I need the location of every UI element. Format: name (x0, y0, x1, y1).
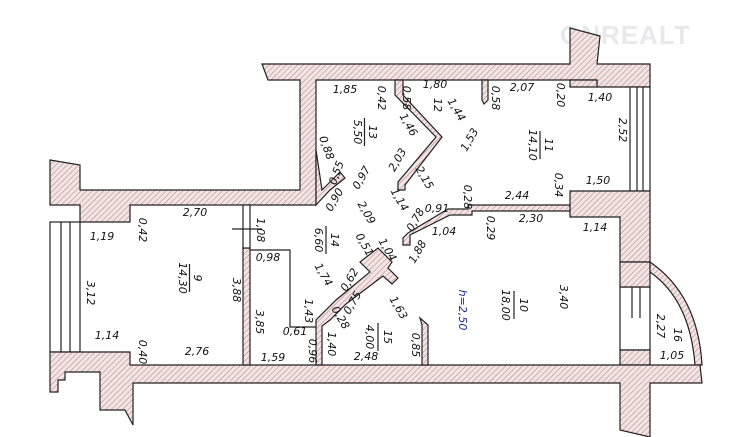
dimension-label: 3,88 (230, 278, 243, 303)
dimension-label: 1,05 (660, 349, 685, 362)
top-wall (49, 27, 651, 223)
dimension-label: 0,28 (461, 185, 474, 210)
dimension-label: 1,04 (432, 225, 457, 238)
room-number: 10 (517, 298, 530, 312)
walls (49, 27, 703, 437)
dimension-label: 0,91 (425, 202, 450, 215)
window-room-10 (619, 286, 651, 351)
dimension-label: 0,20 (554, 83, 567, 108)
room-area: 5,50 (351, 120, 364, 145)
dimension-label: 0,34 (552, 173, 565, 198)
room-area: 14,30 (176, 262, 189, 294)
room-number: 16 (671, 328, 684, 342)
dimension-label: 2,30 (519, 212, 544, 225)
dimension-label: 1,19 (90, 230, 115, 243)
room-number: 15 (381, 330, 394, 344)
dimension-label: 2,52 (616, 118, 629, 143)
dimension-label: 1,44 (445, 96, 469, 124)
room-area: 4,00 (363, 325, 376, 350)
dimension-label: 0,97 (350, 164, 374, 192)
room-number: 11 (542, 138, 555, 152)
dimension-label: 1,50 (586, 174, 611, 187)
dimension-label: 1,14 (388, 186, 412, 214)
wall-12-13 (394, 79, 443, 191)
dimension-label: 0,40 (136, 340, 149, 365)
window-left (49, 221, 81, 353)
door-9 (242, 204, 251, 249)
dimension-label: 2,15 (413, 164, 437, 192)
dimension-label: 0,55 (326, 159, 347, 186)
dimension-label: 2,27 (654, 314, 667, 339)
ceiling-height: h=2,50 (456, 290, 469, 331)
room-area: 14,10 (526, 129, 539, 161)
dimension-label: 3,40 (557, 285, 570, 310)
dimension-label: 0,58 (400, 86, 413, 111)
dimension-label: 1,63 (387, 294, 411, 322)
dimension-label: 2,76 (185, 345, 210, 358)
closet-wall (250, 249, 316, 328)
dimension-label: 2,44 (505, 189, 530, 202)
shaft-wall (315, 247, 399, 366)
dimension-label: 2,07 (510, 81, 535, 94)
dimension-label: 1,43 (302, 299, 315, 324)
dimension-label: 1,80 (423, 78, 448, 91)
dimension-label: 1,14 (583, 221, 608, 234)
dimension-label: 1,40 (588, 91, 613, 104)
dimension-label: 0,88 (316, 134, 337, 161)
room-number: 14 (328, 233, 341, 247)
dimension-label: 2,03 (386, 146, 410, 174)
dimension-label: 3,12 (84, 281, 97, 306)
dimension-label: 0,98 (256, 251, 281, 264)
dimension-label: 1,85 (333, 83, 358, 96)
wall-13-corner (315, 149, 346, 207)
room-number: 12 (431, 98, 444, 112)
dimension-label: 0,85 (409, 333, 422, 358)
dimension-label: 1,53 (458, 126, 482, 154)
wall-11-10 (402, 204, 571, 246)
bottom-wall (49, 351, 703, 437)
dimension-label: 2,09 (355, 199, 379, 227)
dimension-label: 2,70 (183, 206, 208, 219)
dimension-label: 0,58 (489, 86, 502, 111)
room-area: 18,00 (499, 289, 512, 321)
room-number: 13 (366, 125, 379, 139)
room-number: 9 (191, 275, 204, 282)
dimension-label: 3,85 (253, 310, 266, 335)
dimension-label: 0,61 (283, 325, 308, 338)
dimension-label: 1,14 (95, 329, 120, 342)
dimension-label: 0,42 (136, 218, 149, 243)
dimension-label: 2,48 (354, 350, 379, 363)
dimension-label: 0,42 (375, 86, 388, 111)
dimension-label: 1,74 (312, 261, 336, 289)
dimension-label: 1,59 (261, 351, 286, 364)
window-room-11 (629, 86, 651, 192)
dimension-label: 1,40 (325, 332, 338, 357)
room-area: 6,60 (312, 228, 325, 253)
partition-9 (242, 247, 251, 366)
dimension-label: 0,96 (306, 339, 319, 364)
dimension-label: 1,08 (254, 218, 267, 243)
dimension-label: 0,29 (484, 216, 497, 241)
